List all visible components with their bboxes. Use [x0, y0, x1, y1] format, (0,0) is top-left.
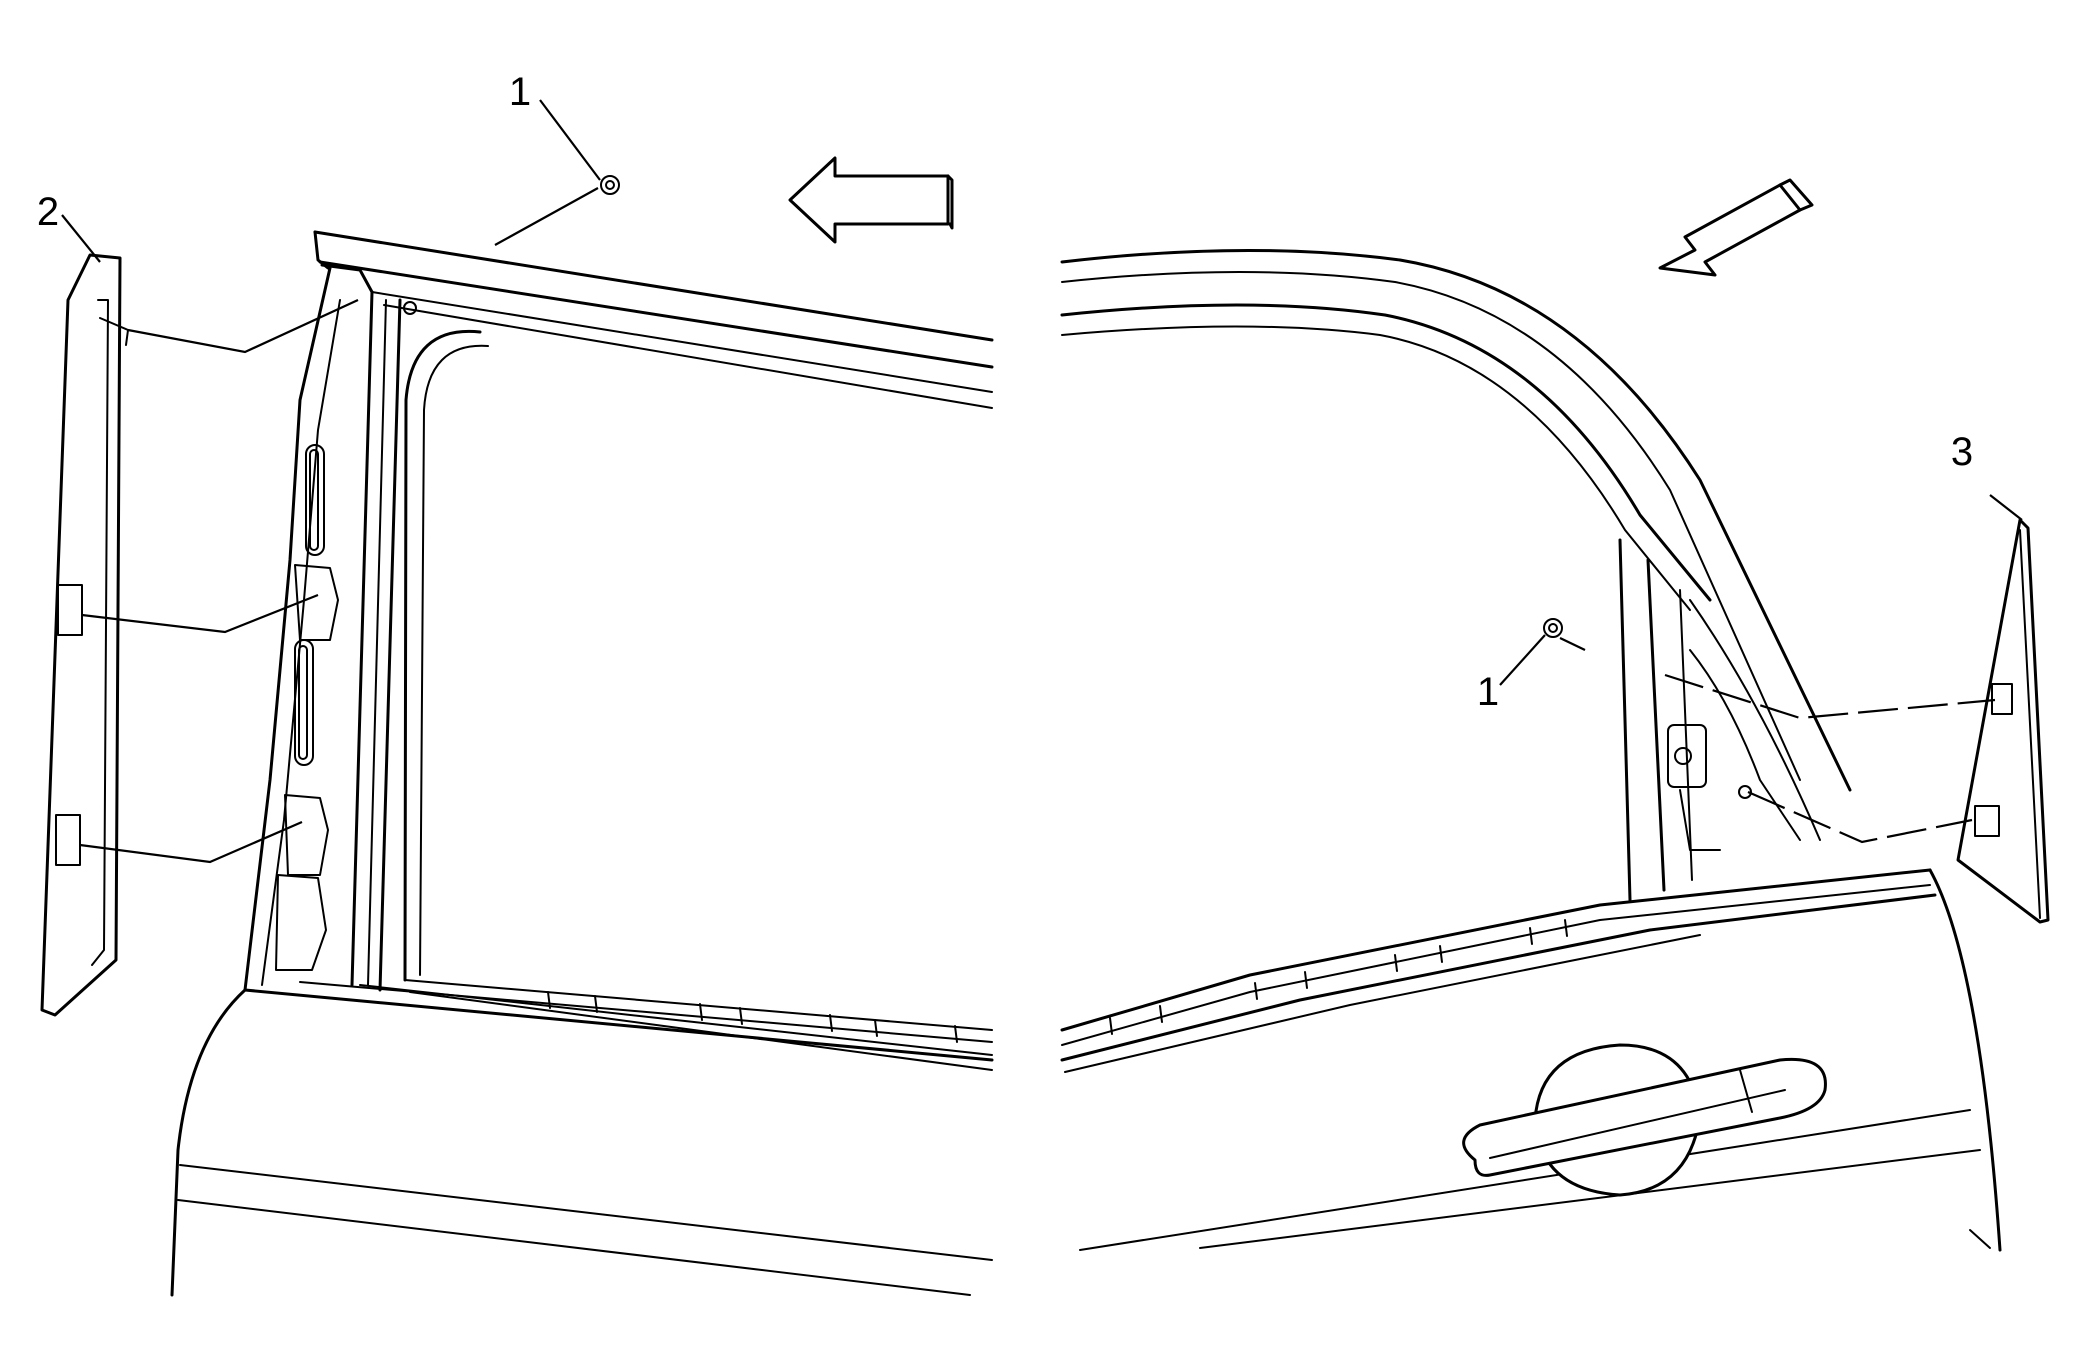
arrow-shadow-right — [1778, 178, 1814, 212]
rear-door — [170, 230, 994, 1297]
leader-nut-front-label — [1499, 634, 1546, 686]
leader-rear-applique-label — [61, 214, 101, 263]
leader-rear-lower — [79, 820, 303, 864]
front-applique — [1956, 518, 2050, 924]
forward-arrow-right-icon — [1658, 183, 1802, 277]
rear-applique — [40, 253, 129, 1017]
door-handle — [1462, 1043, 1827, 1197]
leader-rear-middle — [81, 593, 319, 634]
leader-front-upper — [1664, 673, 1996, 720]
nut-front-icon — [1543, 618, 1563, 638]
callout-rear-applique: 2 — [37, 190, 59, 234]
leader-nut-top-label — [539, 99, 601, 181]
leader-nut-front — [1559, 637, 1586, 651]
forward-arrow-left-icon — [788, 156, 950, 244]
callout-nut-top: 1 — [509, 70, 531, 114]
nut-top-icon — [600, 175, 620, 195]
callout-nut-front: 1 — [1477, 670, 1499, 714]
front-door — [1060, 248, 2002, 1252]
leader-rear-upper — [127, 299, 359, 354]
leader-front-lower — [1747, 790, 1973, 844]
arrow-shadow-left — [946, 174, 954, 230]
leader-front-applique-label — [1989, 494, 2023, 521]
leader-nut-top — [494, 187, 599, 246]
callout-front-applique: 3 — [1951, 430, 1973, 474]
